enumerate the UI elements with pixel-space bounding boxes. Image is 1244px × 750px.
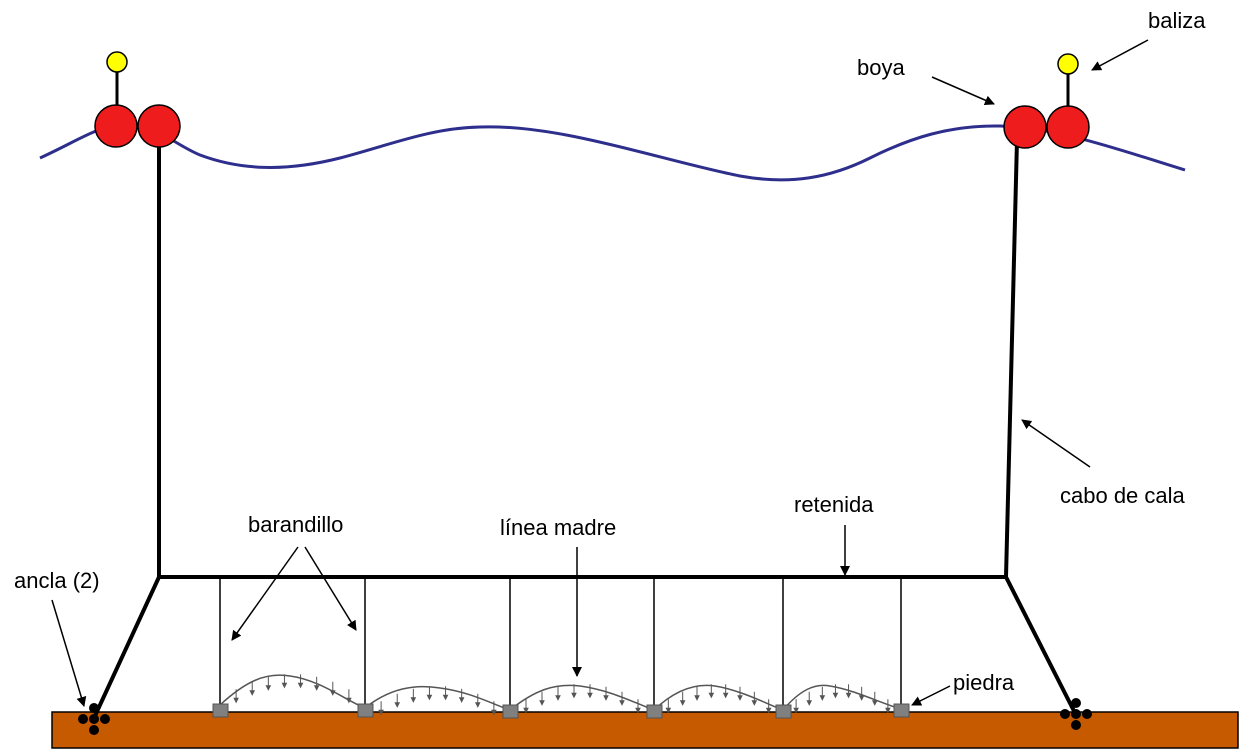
hook-tip-31 (751, 700, 758, 706)
hook-tip-18 (539, 700, 545, 706)
hook-tip-9 (378, 709, 384, 716)
hook-tip-16 (491, 709, 497, 716)
hook-tip-3 (265, 685, 272, 691)
hook-tip-37 (845, 692, 852, 699)
stone-4 (646, 704, 663, 719)
anchor-left (78, 703, 110, 735)
hook-tip-8 (346, 697, 352, 704)
label-piedra: piedra (953, 670, 1015, 695)
hook-tip-1 (233, 697, 239, 704)
hook-tip-6 (313, 685, 320, 691)
arrow-baliza (1091, 39, 1149, 71)
stone-5 (775, 704, 792, 719)
hook-tip-4 (281, 682, 288, 689)
stones (212, 703, 910, 719)
anchor-line-left (92, 576, 161, 719)
hook-tip-23 (619, 700, 625, 706)
hook-tip-24 (635, 707, 641, 714)
hook-tip-29 (722, 692, 729, 699)
label-linea-madre: línea madre (500, 515, 616, 540)
hook-tip-2 (249, 690, 256, 696)
hook-tip-32 (765, 707, 772, 714)
stone-6 (893, 703, 910, 718)
hook-tip-34 (806, 700, 813, 706)
buoy-left-2 (137, 104, 181, 148)
barandillos (219, 577, 902, 705)
hook-tip-33 (793, 707, 799, 714)
cabo-de-cala-right (1004, 139, 1019, 578)
hook-tip-27 (694, 695, 700, 701)
hook-tip-40 (885, 707, 891, 714)
hook-tip-10 (394, 702, 401, 708)
hook-tip-14 (458, 697, 465, 703)
buoy-right-2 (1046, 105, 1090, 149)
arrow-boya (931, 76, 995, 105)
hook-tip-22 (603, 695, 609, 701)
hook-tip-36 (832, 692, 839, 699)
seabed (51, 711, 1239, 749)
hook-tip-17 (523, 707, 529, 714)
stone-2 (357, 703, 374, 718)
hook-tip-28 (708, 692, 715, 699)
stone-1 (212, 703, 229, 718)
label-retenida: retenida (794, 492, 874, 517)
buoy-left-1 (94, 104, 138, 148)
beacon-right (1057, 53, 1079, 75)
hook-tip-19 (555, 695, 561, 701)
hooks (233, 674, 891, 716)
hook-tip-12 (426, 694, 433, 701)
anchor-line-right (1004, 576, 1077, 714)
linea-madre (219, 674, 902, 711)
stone-3 (502, 704, 519, 719)
beacon-left (106, 51, 128, 73)
hook-tip-26 (679, 700, 686, 706)
hook-tip-30 (737, 695, 743, 701)
hook-tip-38 (858, 695, 865, 701)
hook-tip-20 (571, 692, 577, 699)
hook-tip-25 (665, 707, 672, 714)
label-cabo-de-cala: cabo de cala (1060, 483, 1186, 508)
label-barandillo: barandillo (248, 512, 343, 537)
hook-tip-21 (587, 692, 593, 699)
label-boya: boya (857, 55, 905, 80)
hook-tip-35 (819, 695, 826, 701)
hook-tip-11 (410, 697, 417, 703)
hook-tip-13 (442, 694, 449, 701)
arrow-ancla (51, 599, 87, 707)
buoy-right-1 (1003, 105, 1047, 149)
arrow-barandillo-1 (231, 546, 299, 641)
arrow-cabo-de-cala (1021, 419, 1091, 468)
label-baliza: baliza (1148, 8, 1206, 33)
hook-tip-39 (871, 700, 878, 706)
anchor-right (1060, 698, 1092, 730)
arrow-barandillo-2 (304, 546, 357, 631)
label-ancla: ancla (2) (14, 568, 100, 593)
arrow-piedra (911, 685, 951, 706)
annotation-arrows (51, 39, 1149, 707)
hook-tip-7 (329, 690, 336, 696)
hook-tip-15 (474, 702, 481, 708)
hook-tip-5 (297, 682, 304, 689)
